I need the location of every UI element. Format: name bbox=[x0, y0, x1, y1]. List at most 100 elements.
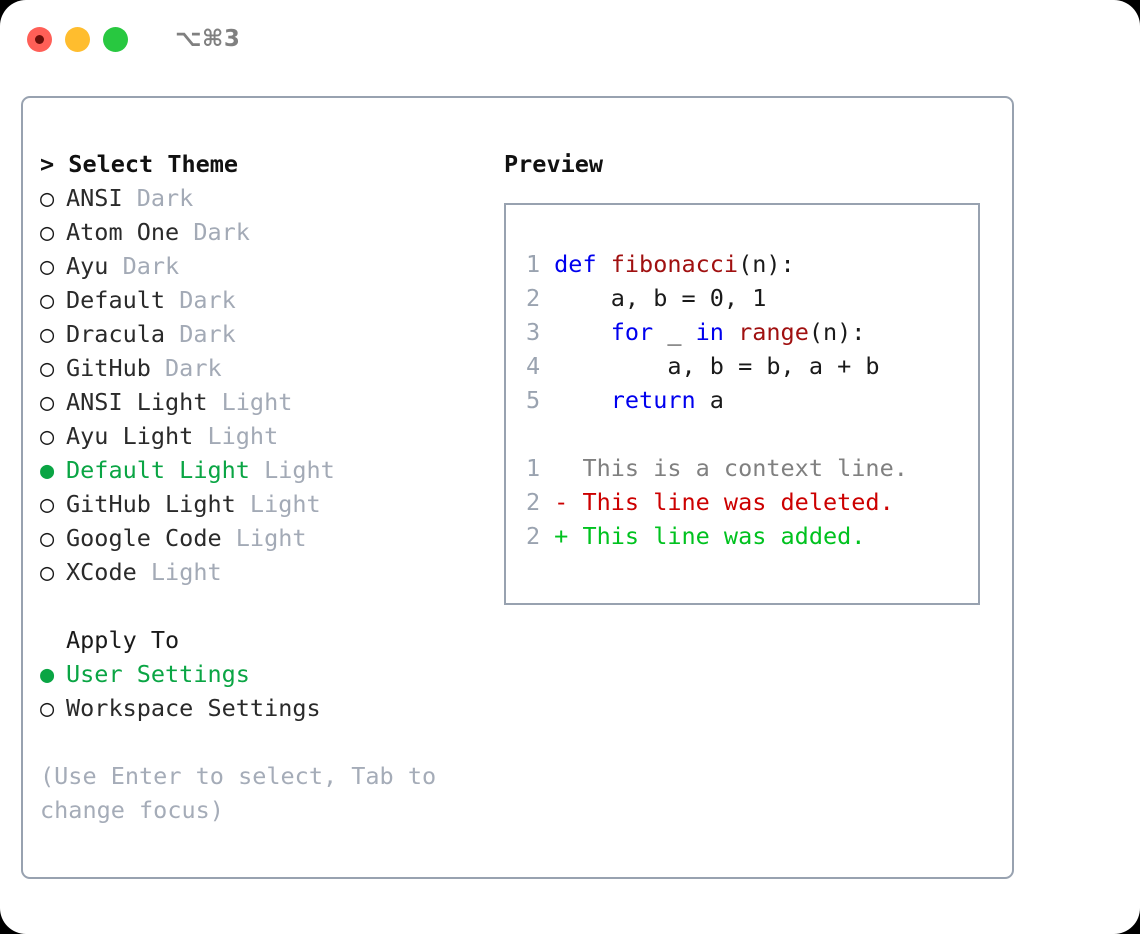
theme-list-item[interactable]: ○ GitHub Light Light bbox=[40, 487, 480, 521]
diff-text: This line was deleted. bbox=[582, 488, 894, 516]
radio-unselected-icon: ○ bbox=[40, 558, 55, 586]
apply-to-list: ● User Settings ○ Workspace Settings bbox=[40, 657, 480, 725]
code-token: in bbox=[695, 318, 724, 346]
theme-list-item[interactable]: ○Ayu Light Light bbox=[40, 419, 480, 453]
theme-list-item[interactable]: ○Dracula Dark bbox=[40, 317, 480, 351]
line-number: 1 bbox=[526, 454, 541, 482]
title-bar: ⌥⌘3 bbox=[0, 0, 1140, 78]
code-token: for bbox=[610, 318, 654, 346]
radio-unselected-icon: ○ bbox=[40, 286, 55, 314]
code-token: def bbox=[554, 250, 611, 278]
code-line: 4 a, b = b, a + b bbox=[526, 349, 908, 383]
theme-list-item[interactable]: ○XCode Light bbox=[40, 555, 480, 589]
theme-list-item[interactable]: ○ Default Dark bbox=[40, 283, 480, 317]
apply-to-label: Workspace Settings bbox=[66, 694, 321, 722]
radio-unselected-icon: ○ bbox=[40, 388, 55, 416]
theme-variant-tag: Light bbox=[235, 490, 321, 518]
keyboard-hint: (Use Enter to select, Tab to change focu… bbox=[40, 762, 451, 824]
theme-list-item[interactable]: ○ ANSI Light Light bbox=[40, 385, 480, 419]
code-blank-line bbox=[526, 417, 908, 451]
theme-list-item[interactable]: ○ GitHub Dark bbox=[40, 351, 480, 385]
apply-to-label: User Settings bbox=[66, 660, 250, 688]
code-token bbox=[554, 386, 611, 414]
theme-list-item[interactable]: ○ Ayu Dark bbox=[40, 249, 480, 283]
theme-variant-tag: Light bbox=[207, 388, 293, 416]
window-title: ⌥⌘3 bbox=[175, 26, 241, 52]
main-panel: > Select Theme ○ANSI Dark○Atom One Dark○… bbox=[21, 96, 1014, 879]
theme-name: Default bbox=[66, 286, 166, 314]
line-number: 2 bbox=[526, 488, 541, 516]
radio-unselected-icon: ○ bbox=[40, 354, 55, 382]
theme-name: Google Code bbox=[66, 524, 222, 552]
theme-variant-tag: Dark bbox=[165, 286, 236, 314]
theme-name: GitHub bbox=[66, 354, 151, 382]
preview-title: Preview bbox=[504, 150, 604, 178]
radio-selected-icon: ● bbox=[40, 456, 55, 484]
line-number: 3 bbox=[526, 318, 541, 346]
code-token: return bbox=[610, 386, 696, 414]
theme-variant-tag: Light bbox=[136, 558, 222, 586]
theme-variant-tag: Dark bbox=[150, 354, 222, 382]
theme-list-item[interactable]: ○ ANSI Dark bbox=[40, 181, 480, 215]
code-line: 5 return a bbox=[526, 383, 908, 417]
code-token: a bbox=[695, 386, 724, 414]
theme-variant-tag: Light bbox=[221, 524, 307, 552]
radio-unselected-icon: ○ bbox=[40, 252, 55, 280]
theme-variant-tag: Dark bbox=[108, 252, 180, 280]
radio-unselected-icon: ○ bbox=[40, 320, 55, 348]
maximize-button[interactable] bbox=[103, 26, 128, 52]
diff-text: This is a context line. bbox=[582, 454, 908, 482]
code-line: 3 for _ in range(n): bbox=[526, 315, 908, 349]
radio-unselected-icon: ○ bbox=[40, 490, 55, 518]
theme-list-item[interactable]: ○Google Code Light bbox=[40, 521, 480, 555]
traffic-light-group bbox=[27, 26, 128, 52]
close-button[interactable] bbox=[27, 26, 52, 52]
diff-marker: - bbox=[554, 488, 583, 516]
theme-name: Default Light bbox=[66, 456, 250, 484]
diff-text: This line was added. bbox=[582, 522, 866, 550]
preview-column: Preview 1 def fibonacci(n):2 a, b = 0, 1… bbox=[504, 147, 994, 605]
radio-unselected-icon: ○ bbox=[40, 694, 55, 722]
theme-picker-column: > Select Theme ○ANSI Dark○Atom One Dark○… bbox=[40, 147, 480, 827]
code-line: 1 def fibonacci(n): bbox=[526, 247, 908, 281]
theme-list: ○ ANSI Dark ○ Atom One Dark ○ Ayu Dark ○ Defaul… bbox=[40, 181, 480, 589]
radio-selected-icon: ● bbox=[40, 660, 55, 688]
diff-line: 2 + This line was added. bbox=[526, 519, 908, 553]
radio-unselected-icon: ○ bbox=[40, 184, 55, 212]
line-number: 2 bbox=[526, 284, 541, 312]
code-token: (n): bbox=[738, 250, 795, 278]
diff-marker bbox=[554, 454, 582, 482]
line-number: 4 bbox=[526, 352, 541, 380]
minimize-button[interactable] bbox=[65, 26, 90, 52]
apply-to-heading: Apply To bbox=[66, 626, 180, 654]
code-token: fibonacci bbox=[610, 250, 739, 278]
theme-variant-tag: Dark bbox=[122, 184, 194, 212]
code-token: a, b = 0, 1 bbox=[554, 284, 767, 312]
theme-name: ANSI bbox=[66, 184, 123, 212]
theme-list-item[interactable]: ● Default Light Light bbox=[40, 453, 480, 487]
code-line: 2 a, b = 0, 1 bbox=[526, 281, 908, 315]
theme-name: Ayu bbox=[66, 252, 109, 280]
theme-variant-tag: Dark bbox=[165, 320, 236, 348]
theme-list-item[interactable]: ○Atom One Dark bbox=[40, 215, 480, 249]
radio-unselected-icon: ○ bbox=[40, 218, 55, 246]
code-token bbox=[724, 318, 738, 346]
line-number: 1 bbox=[526, 250, 541, 278]
code-token: (n): bbox=[808, 318, 866, 346]
apply-to-option[interactable]: ● User Settings bbox=[40, 657, 480, 691]
theme-name: Ayu Light bbox=[66, 422, 194, 450]
theme-name: Atom One bbox=[66, 218, 180, 246]
theme-name: GitHub Light bbox=[66, 490, 236, 518]
diff-line: 2 - This line was deleted. bbox=[526, 485, 908, 519]
line-number: 2 bbox=[526, 522, 541, 550]
diff-marker: + bbox=[554, 522, 583, 550]
theme-variant-tag: Light bbox=[249, 456, 335, 484]
line-number: 5 bbox=[526, 386, 541, 414]
apply-to-option[interactable]: ○ Workspace Settings bbox=[40, 691, 480, 725]
code-token bbox=[554, 318, 611, 346]
code-token: a, b = b, a + b bbox=[554, 352, 880, 380]
theme-name: ANSI Light bbox=[66, 388, 208, 416]
